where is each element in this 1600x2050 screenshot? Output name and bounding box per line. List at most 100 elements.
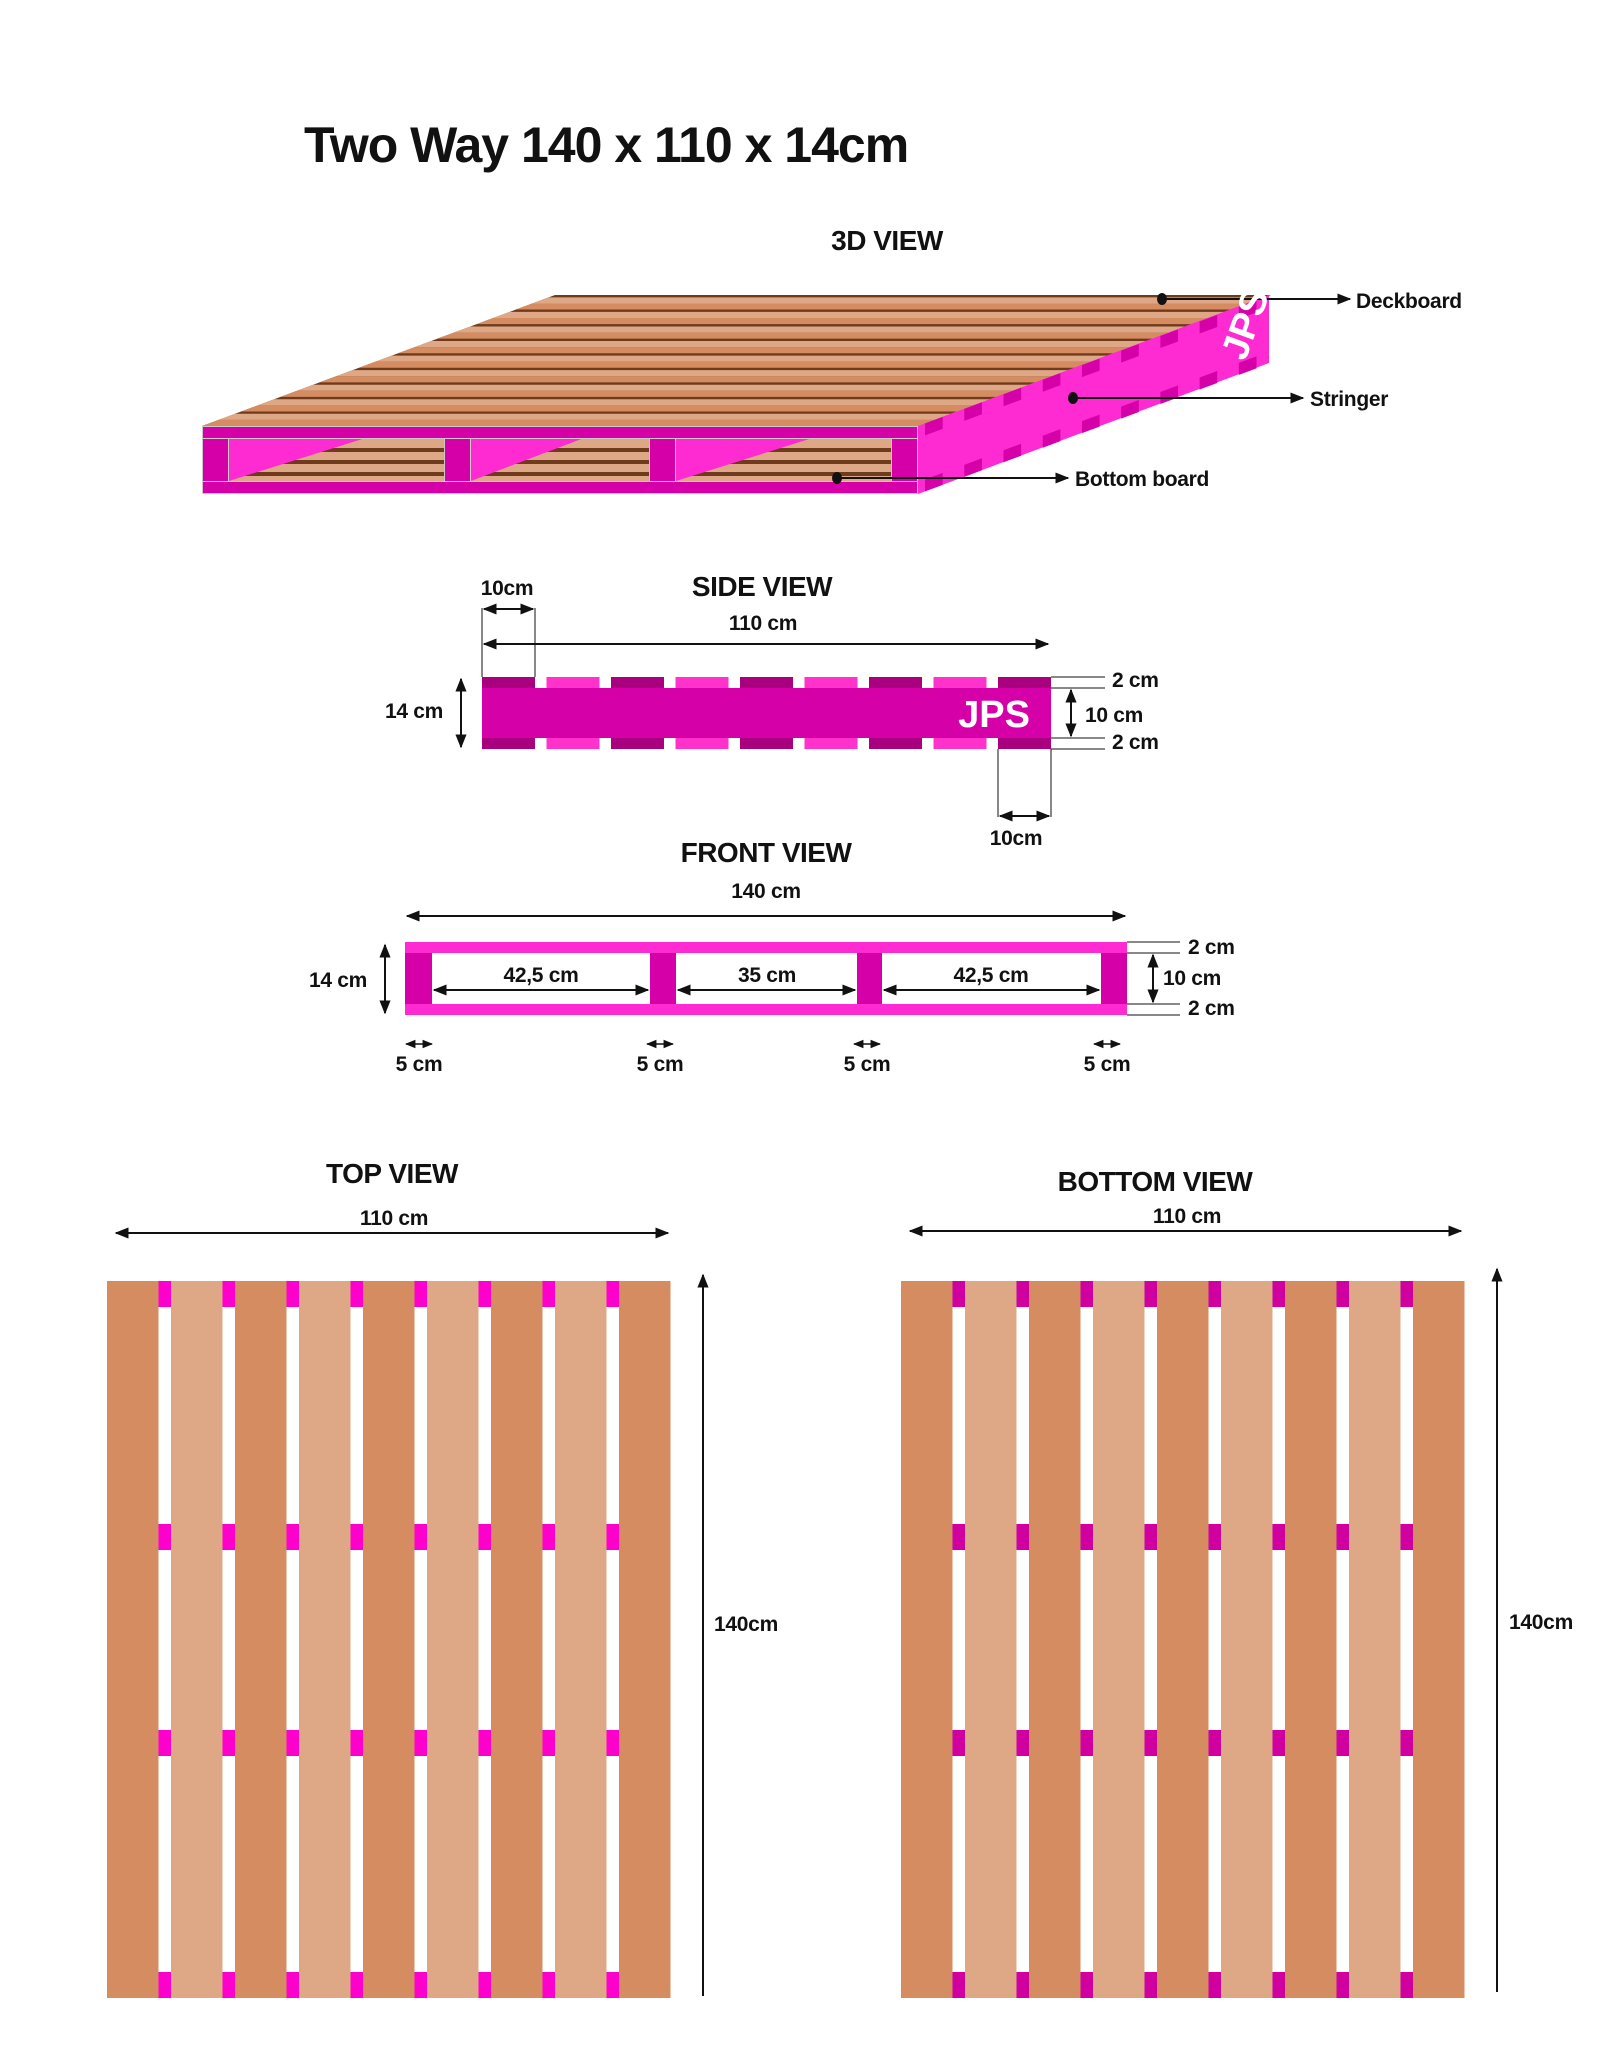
side-top-board-label: 2 cm	[1112, 669, 1159, 692]
front-stringer-label: 10 cm	[1163, 967, 1221, 990]
bottom-board-gap	[229, 460, 444, 464]
bottom-board-callout: Bottom board	[1075, 468, 1209, 491]
top-view-stringer-stub	[478, 1972, 491, 1998]
bottom-view-stringer-stub	[1144, 1281, 1157, 1307]
block	[445, 439, 470, 481]
top-view-stringer-stub	[222, 1730, 235, 1756]
side-bottom-board	[869, 738, 922, 749]
bottom-view-board	[965, 1281, 1017, 1998]
deckboard	[358, 361, 1092, 368]
top-view-stringer-stub	[606, 1730, 619, 1756]
top-view-stringer-stub	[414, 1281, 427, 1307]
bottom-view-stringer-stub	[1016, 1281, 1029, 1307]
front-top-board-label: 2 cm	[1188, 936, 1235, 959]
front-bottom-board	[203, 482, 917, 493]
stringer-callout: Stringer	[1310, 388, 1388, 411]
deckboard-end-stub	[1003, 387, 1022, 407]
bottom-view-stringer-stub	[1208, 1524, 1221, 1550]
bottom-view-stringer-stub	[1336, 1730, 1349, 1756]
bottom-board-gap	[676, 448, 891, 452]
top-view-stringer-stub	[478, 1281, 491, 1307]
bottom-view-stringer-stub	[1208, 1972, 1221, 1998]
top-view-board	[427, 1281, 479, 1998]
front-view-bottom-board	[405, 1004, 1127, 1015]
bottom-board-end-stub	[964, 458, 982, 477]
bottom-view-stringer-stub	[1016, 1972, 1029, 1998]
bottom-view-stringer-stub	[952, 1730, 965, 1756]
bottom-view-stringer-stub	[1400, 1281, 1413, 1307]
stringer-interior	[676, 439, 810, 481]
top-view-stringer-stub	[286, 1281, 299, 1307]
bottom-view-stringer-stub	[1144, 1730, 1157, 1756]
bottom-board-end-stub	[1042, 429, 1061, 448]
front-view-block	[857, 953, 882, 1004]
side-stringer-label: 10 cm	[1085, 704, 1143, 727]
deckboard-end-stub	[1121, 344, 1139, 363]
stringer-interior	[229, 439, 363, 481]
top-view-stringer-stub	[222, 1281, 235, 1307]
top-view-stringer-stub	[158, 1281, 171, 1307]
front-block-width-label: 5 cm	[637, 1053, 684, 1076]
side-height-label: 14 cm	[385, 700, 443, 723]
jps-logo-side: JPS	[958, 694, 1030, 736]
side-top-board	[546, 677, 600, 688]
bottom-view-board	[1029, 1281, 1081, 1998]
bottom-view-board	[1285, 1281, 1337, 1998]
bottom-view-stringer-stub	[1272, 1730, 1285, 1756]
bottom-view-stringer-stub	[1080, 1524, 1093, 1550]
top-view-board	[235, 1281, 287, 1998]
bottom-view-stringer-stub	[1272, 1972, 1285, 1998]
side-top-board	[804, 677, 858, 688]
bottom-view-stringer-stub	[952, 1524, 965, 1550]
block	[650, 439, 675, 481]
bottom-view-board	[1221, 1281, 1273, 1998]
bottom-board-gap	[676, 460, 891, 464]
drawing-shapes	[107, 293, 1503, 1998]
bottom-view-stringer-stub	[1272, 1524, 1285, 1550]
front-view-block	[405, 953, 432, 1004]
block	[203, 439, 228, 481]
front-opening-label: 42,5 cm	[504, 964, 579, 987]
deckboard	[414, 341, 1147, 348]
deckboard	[437, 332, 1170, 339]
side-bottom-board	[998, 738, 1051, 749]
page-title: Two Way 140 x 110 x 14cm	[304, 117, 908, 173]
bottom-view-board	[1349, 1281, 1401, 1998]
bottom-view-stringer-stub	[1080, 1281, 1093, 1307]
top-view-stringer-stub	[350, 1730, 363, 1756]
side-block-width-top: 10cm	[481, 577, 534, 600]
bottom-view-stringer-stub	[1336, 1972, 1349, 1998]
top-view-stringer-stub	[414, 1524, 427, 1550]
top-view-stringer-stub	[606, 1281, 619, 1307]
top-view-heading: TOP VIEW	[326, 1158, 459, 1189]
front-top-board	[203, 427, 917, 438]
deckboard	[453, 326, 1187, 333]
top-view-stringer-stub	[158, 1972, 171, 1998]
deckboard	[515, 303, 1249, 310]
deckboard	[476, 318, 1209, 325]
deckboard	[398, 347, 1131, 354]
top-view-stringer-stub	[350, 1524, 363, 1550]
bottom-board-end-stub	[1003, 443, 1022, 463]
bottom-view-stringer-stub	[1144, 1524, 1157, 1550]
side-bottom-board	[933, 738, 987, 749]
top-view-board	[107, 1281, 159, 1998]
deckboard-end-stub	[1199, 314, 1218, 334]
side-view-heading: SIDE VIEW	[692, 571, 833, 602]
top-view-board	[299, 1281, 351, 1998]
top-length-label: 140cm	[714, 1613, 778, 1636]
top-view-stringer-stub	[286, 1524, 299, 1550]
top-view-stringer-stub	[350, 1972, 363, 1998]
bottom-view-stringer-stub	[1272, 1281, 1285, 1307]
stringer-side-face	[918, 295, 1269, 494]
deckboard-end-stub	[1042, 373, 1061, 392]
side-top-board	[611, 677, 664, 688]
top-view-stringer-stub	[414, 1972, 427, 1998]
bottom-board-gap	[676, 472, 891, 476]
top-view-stringer-stub	[286, 1730, 299, 1756]
stringer-interior	[471, 439, 582, 481]
bottom-length-label: 140cm	[1509, 1611, 1573, 1634]
side-bottom-board	[740, 738, 793, 749]
bottom-board-end-stub	[1121, 400, 1139, 419]
top-view-stringer-stub	[606, 1524, 619, 1550]
